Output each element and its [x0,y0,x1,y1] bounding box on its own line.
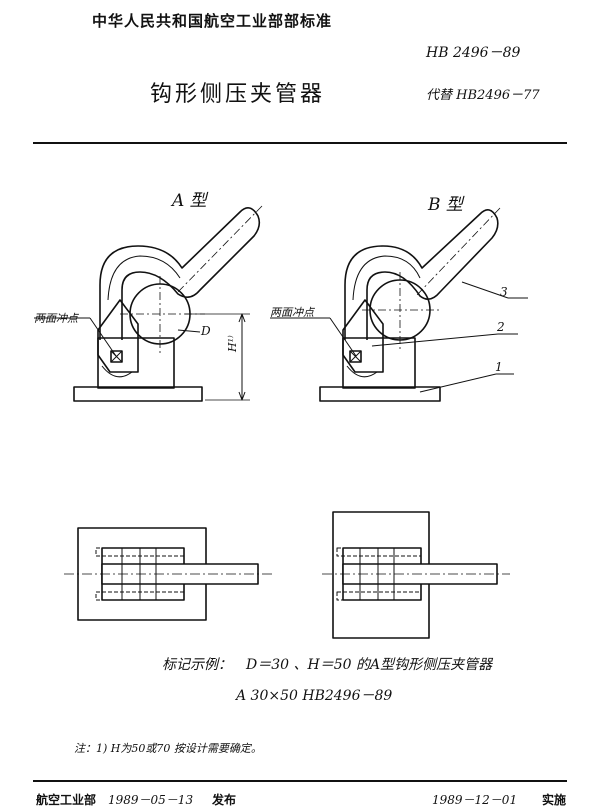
marking-example-label: 标记示例： [162,657,232,673]
standard-number: HB 2496－89 [426,45,521,61]
type-b-label: B 型 [428,195,463,215]
callout-2: 2 [497,320,505,334]
issue-date: 1989－05－13 [108,793,194,807]
callout-1: 1 [495,360,503,374]
replaces-standard: 代替 HB2496－77 [426,88,540,103]
header-divider [33,142,567,144]
punch-label-b: 两面冲点 [270,306,314,319]
page-title: 钩形侧压夹管器 [150,82,326,107]
type-a-label: A 型 [172,191,207,211]
type-a-top-view [64,527,272,621]
punch-label-a: 两面冲点 [34,312,78,325]
diameter-label: D [201,324,211,338]
marking-example-line2: A 30×50 HB2496－89 [236,688,393,704]
type-b-top-view [322,511,510,639]
footer-divider [33,780,567,782]
implementation-date: 1989－12－01 [432,793,518,807]
issuer: 航空工业部 [36,793,97,807]
issue-label: 发布 [212,793,237,807]
marking-example-line1: D＝30 、H＝50 的A型钩形侧压夹管器 [246,657,493,673]
footnote: 注：1) H为50或70 按设计需要确定。 [74,742,262,755]
type-a-front-view [34,205,263,402]
standard-org: 中华人民共和国航空工业部部标准 [92,12,333,30]
implementation-label: 实施 [542,793,567,807]
type-b-front-view [270,207,528,402]
callout-3: 3 [500,285,508,299]
height-dimension-label: H¹⁾ [226,335,239,352]
